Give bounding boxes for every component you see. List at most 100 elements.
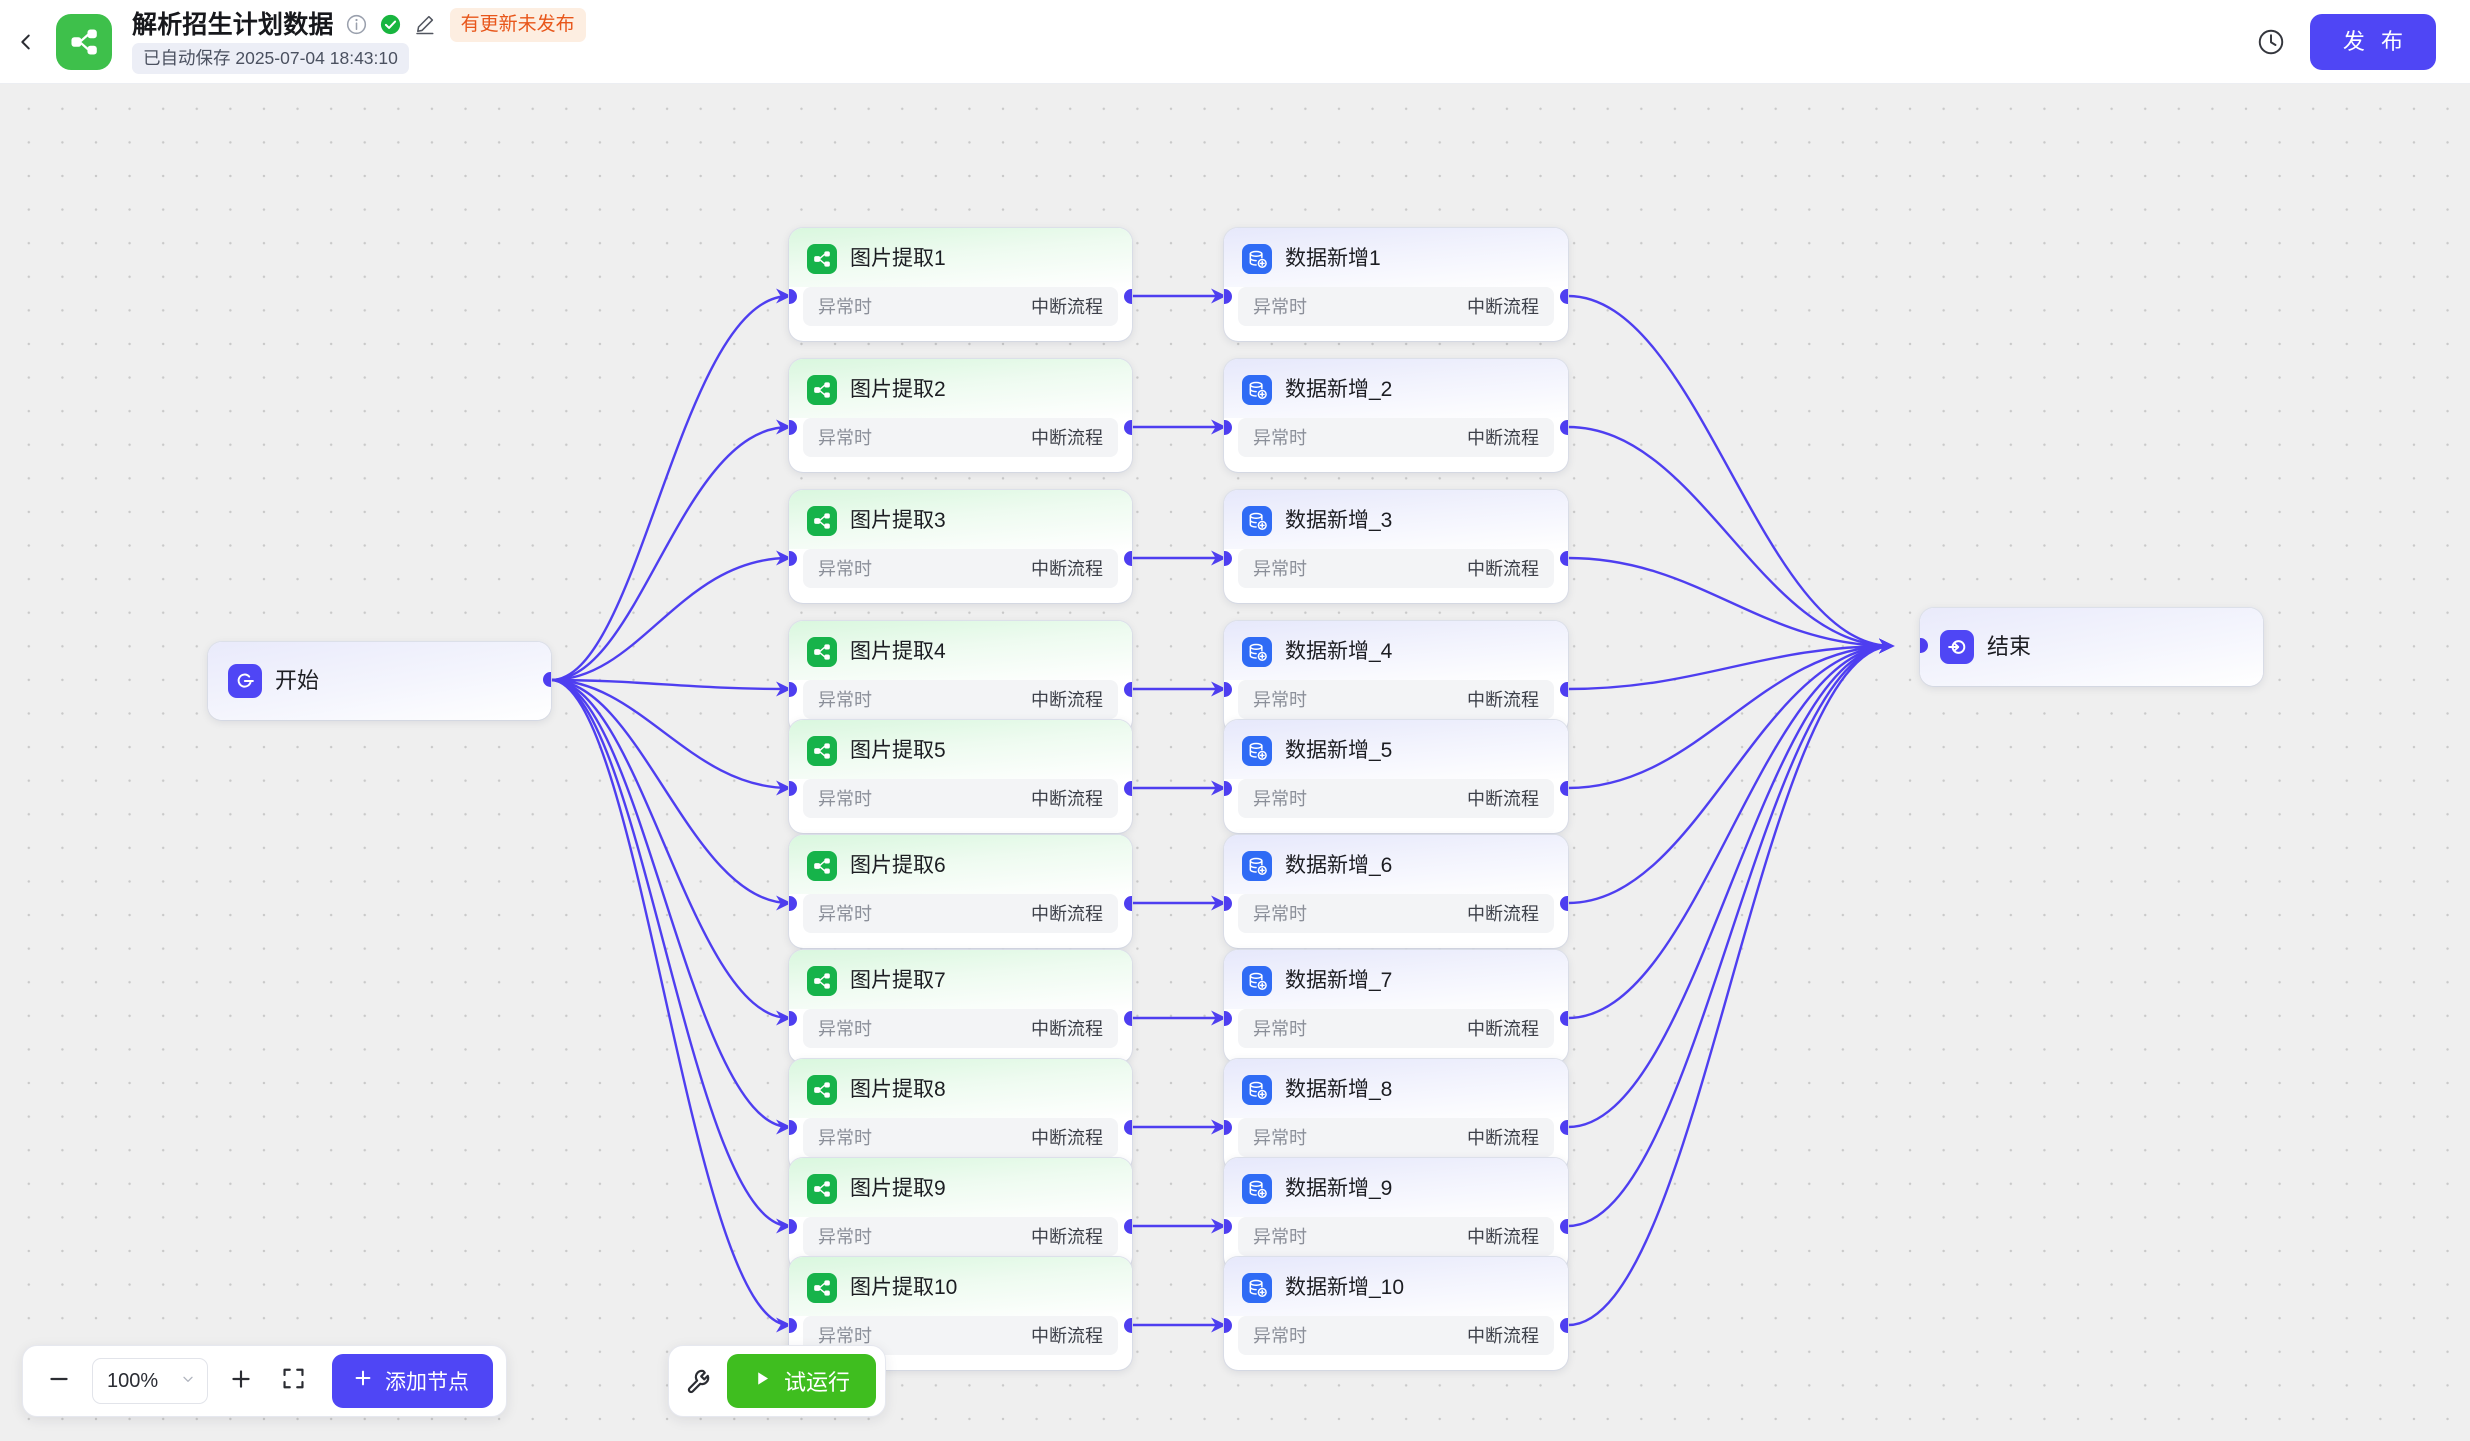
exception-setting-row[interactable]: 异常时中断流程 [803,287,1118,326]
node-port-in[interactable] [1224,551,1232,566]
node-port-in[interactable] [789,289,797,304]
exception-label: 异常时 [1253,427,1307,448]
info-circle-icon[interactable] [345,13,368,36]
exception-setting-row[interactable]: 异常时中断流程 [1238,1316,1554,1355]
node-port-out[interactable] [1560,1318,1568,1333]
node-port-in[interactable] [1224,682,1232,697]
pencil-edit-icon[interactable] [413,13,436,36]
node-port-in[interactable] [789,682,797,697]
node-port-in[interactable] [1224,1011,1232,1026]
exception-setting-row[interactable]: 异常时中断流程 [803,1118,1118,1157]
node-end[interactable]: 结束 [1920,608,2263,686]
node-port-out[interactable] [1560,682,1568,697]
node-port-out[interactable] [1124,896,1132,911]
zoom-out-button[interactable] [36,1358,82,1404]
node-port-in[interactable] [789,551,797,566]
exception-setting-row[interactable]: 异常时中断流程 [1238,1217,1554,1256]
exception-setting-row[interactable]: 异常时中断流程 [803,418,1118,457]
node-port-in[interactable] [789,420,797,435]
node-port-in[interactable] [789,1219,797,1234]
check-circle-icon[interactable] [379,13,402,36]
exception-setting-row[interactable]: 异常时中断流程 [803,894,1118,933]
exception-setting-row[interactable]: 异常时中断流程 [803,779,1118,818]
exception-setting-row[interactable]: 异常时中断流程 [1238,680,1554,719]
node-port-out[interactable] [1124,1219,1132,1234]
zoom-level-select[interactable]: 100% [92,1358,208,1404]
node-port-out[interactable] [1560,1011,1568,1026]
node-port-in[interactable] [1224,1318,1232,1333]
test-run-button[interactable]: 试运行 [727,1354,877,1408]
exception-setting-row[interactable]: 异常时中断流程 [1238,418,1554,457]
node-port-out[interactable] [1124,781,1132,796]
node-port-in[interactable] [789,1011,797,1026]
exception-setting-row[interactable]: 异常时中断流程 [803,1009,1118,1048]
node-port-out[interactable] [1124,1318,1132,1333]
node-port-out[interactable] [1124,289,1132,304]
exception-setting-row[interactable]: 异常时中断流程 [803,549,1118,588]
publish-button[interactable]: 发 布 [2309,13,2436,70]
node-port-out[interactable] [1124,682,1132,697]
exception-setting-row[interactable]: 异常时中断流程 [1238,287,1554,326]
exception-setting-row[interactable]: 异常时中断流程 [1238,779,1554,818]
end-exit-icon [1940,630,1974,664]
node-port-in[interactable] [1224,1219,1232,1234]
node-port-out[interactable] [1124,1120,1132,1135]
fit-view-button[interactable] [270,1358,316,1404]
zoom-in-button[interactable] [218,1358,264,1404]
exception-setting-row[interactable]: 异常时中断流程 [803,680,1118,719]
node-port-in[interactable] [1224,1120,1232,1135]
node-header: 图片提取6 [789,835,1132,894]
node-port-out[interactable] [1124,420,1132,435]
node-port-out[interactable] [1560,1219,1568,1234]
exception-setting-row[interactable]: 异常时中断流程 [1238,894,1554,933]
node-port-in[interactable] [1224,420,1232,435]
node-port-in[interactable] [789,1318,797,1333]
node-header: 数据新增_2 [1224,359,1568,418]
node-port-out[interactable] [543,672,551,687]
node-port-in[interactable] [1920,638,1928,653]
node-port-out[interactable] [1124,1011,1132,1026]
node-port-out[interactable] [1124,551,1132,566]
back-button[interactable] [0,0,52,84]
node-start[interactable]: 开始 [208,642,551,720]
node-port-out[interactable] [1560,781,1568,796]
exception-setting-row[interactable]: 异常时中断流程 [803,1217,1118,1256]
node-port-in[interactable] [789,1120,797,1135]
node-port-in[interactable] [789,896,797,911]
exception-setting-row[interactable]: 异常时中断流程 [1238,1009,1554,1048]
clock-history-icon[interactable] [2256,27,2286,57]
exception-setting-row[interactable]: 异常时中断流程 [1238,1118,1554,1157]
add-node-button[interactable]: 添加节点 [332,1354,493,1408]
exception-setting-row[interactable]: 异常时中断流程 [1238,549,1554,588]
node-port-in[interactable] [1224,896,1232,911]
node-port-out[interactable] [1560,551,1568,566]
node-port-out[interactable] [1560,896,1568,911]
node-port-out[interactable] [1560,420,1568,435]
node-port-out[interactable] [1560,1120,1568,1135]
node-port-in[interactable] [1224,781,1232,796]
node-port-in[interactable] [1224,289,1232,304]
node-port-out[interactable] [1560,289,1568,304]
wrench-icon[interactable] [685,1367,713,1395]
node-port-in[interactable] [789,781,797,796]
